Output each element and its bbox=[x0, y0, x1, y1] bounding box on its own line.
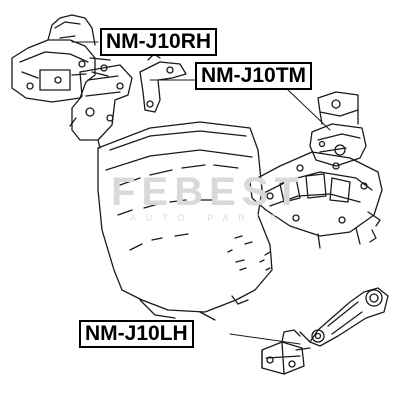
engine-block bbox=[97, 121, 273, 321]
label-nm-j10lh: NM-J10LH bbox=[79, 320, 194, 348]
leader-lines bbox=[71, 41, 331, 345]
bracket-small bbox=[139, 53, 187, 113]
leader-tm bbox=[287, 89, 331, 131]
mount-tm bbox=[309, 91, 367, 167]
label-nm-j10tm: NM-J10TM bbox=[195, 62, 313, 90]
label-nm-j10rh: NM-J10RH bbox=[100, 28, 218, 56]
bracket-rh bbox=[69, 64, 133, 149]
mount-rh bbox=[11, 14, 111, 103]
crossmember bbox=[249, 151, 383, 249]
mount-lh bbox=[261, 287, 389, 375]
leader-lh bbox=[229, 333, 301, 345]
